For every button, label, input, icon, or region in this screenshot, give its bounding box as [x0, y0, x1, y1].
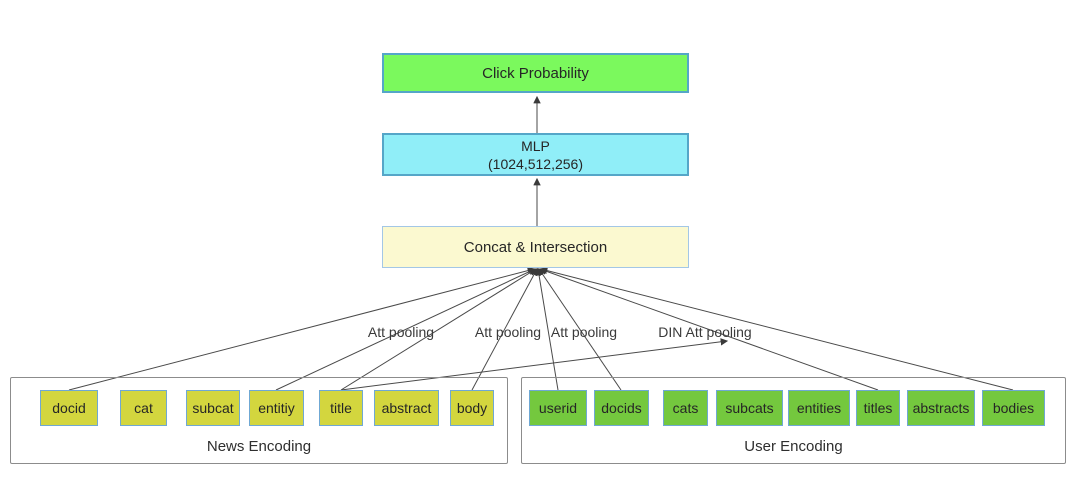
- mlp-label: MLP: [521, 137, 550, 154]
- din-att-pooling-label: DIN Att pooling: [658, 324, 752, 340]
- user-item-abstracts: abstracts: [907, 390, 975, 426]
- news-item-entitiy: entitiy: [249, 390, 304, 426]
- news-item-body: body: [450, 390, 494, 426]
- news-item-abstract: abstract: [374, 390, 439, 426]
- att-pooling-label-2: Att pooling: [474, 324, 542, 340]
- user-item-entities: entities: [788, 390, 850, 426]
- user-encoding-group: User Encoding: [521, 377, 1066, 464]
- edge-docid-to-concat: [68, 266, 536, 391]
- news-encoding-group: News Encoding: [10, 377, 508, 464]
- user-item-bodies: bodies: [982, 390, 1045, 426]
- news-item-docid: docid: [40, 390, 98, 426]
- concat-intersection-label: Concat & Intersection: [463, 238, 608, 256]
- click-probability-label: Click Probability: [482, 64, 589, 82]
- news-item-cat: cat: [120, 390, 167, 426]
- user-item-subcats: subcats: [716, 390, 783, 426]
- user-encoding-label: User Encoding: [744, 438, 843, 455]
- concat-intersection-node: Concat & Intersection: [382, 226, 689, 268]
- user-item-titles: titles: [856, 390, 900, 426]
- user-item-cats: cats: [663, 390, 708, 426]
- att-pooling-label-1: Att pooling: [367, 324, 435, 340]
- att-pooling-label-3: Att pooling: [550, 324, 618, 340]
- user-item-docids: docids: [594, 390, 649, 426]
- click-probability-node: Click Probability: [382, 53, 689, 93]
- mlp-node: MLP (1024,512,256): [382, 133, 689, 176]
- news-item-title: title: [319, 390, 363, 426]
- news-encoding-label: News Encoding: [206, 438, 312, 455]
- news-item-subcat: subcat: [186, 390, 240, 426]
- mlp-layer-sizes: (1024,512,256): [488, 155, 583, 172]
- user-item-userid: userid: [529, 390, 587, 426]
